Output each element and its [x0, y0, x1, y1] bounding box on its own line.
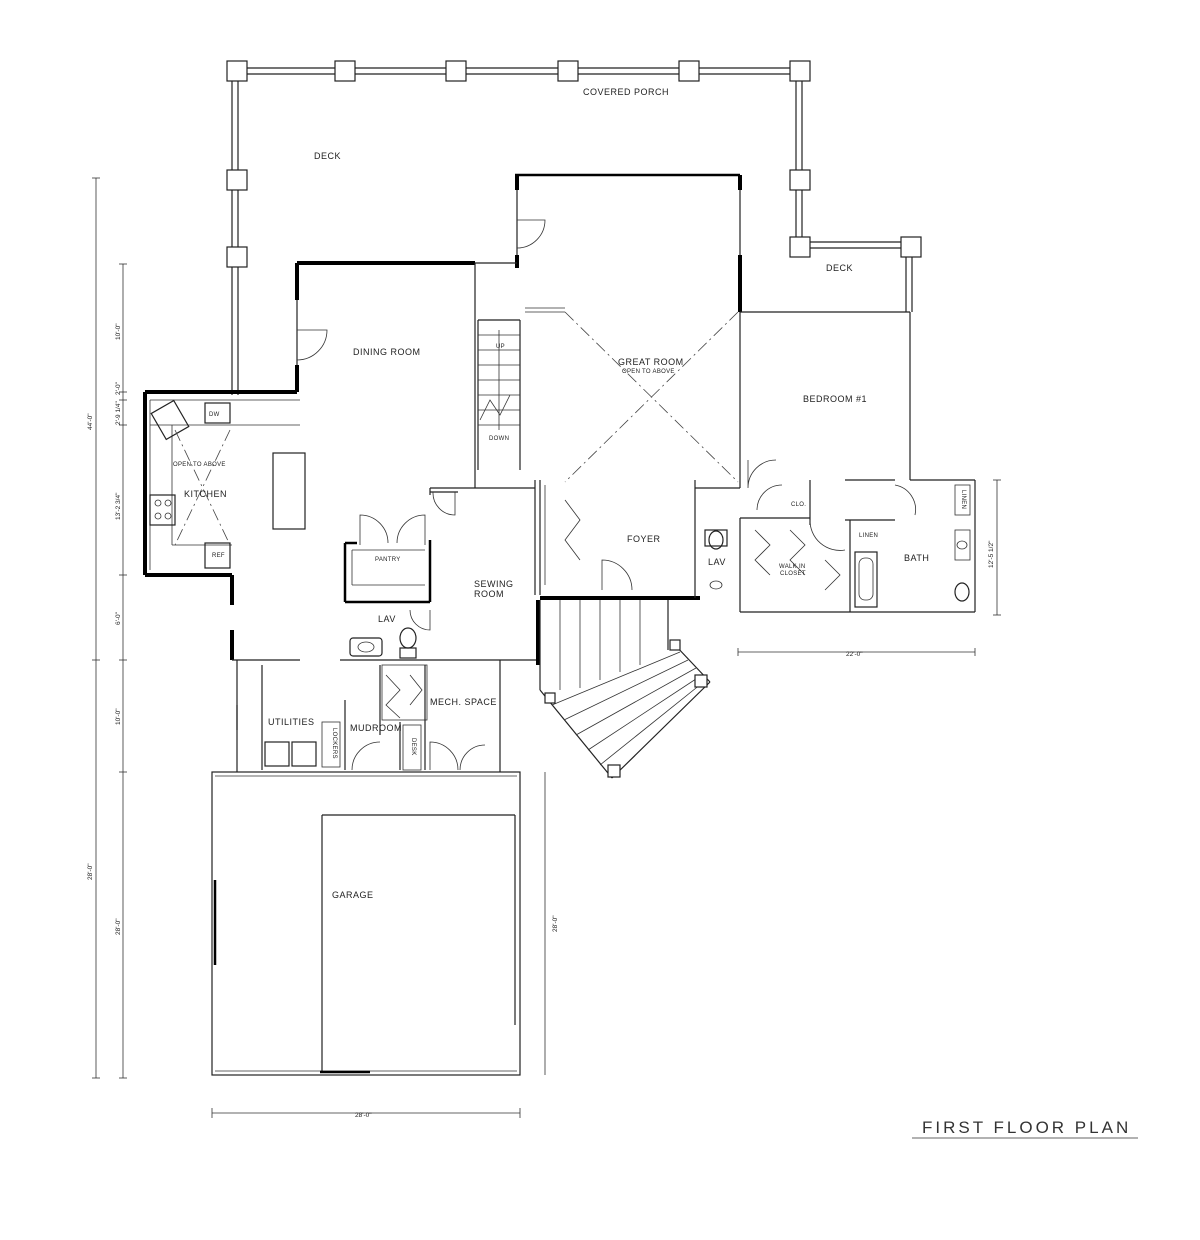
- dim-garage-left: 28'-0": [87, 863, 94, 880]
- label-kitchen: KITCHEN: [184, 489, 227, 499]
- label-sewing-room-2: ROOM: [474, 589, 504, 599]
- dim-garage-right: 28'-0": [552, 915, 559, 932]
- label-garage: GARAGE: [332, 890, 374, 900]
- label-kitchen-note: OPEN TO ABOVE: [173, 462, 226, 468]
- dim-seg-1: 10'-0": [115, 323, 122, 340]
- foyer-walls: [534, 312, 741, 600]
- dim-bedroom-wing-width: 22'-0": [846, 651, 863, 658]
- label-stair-up: UP: [496, 344, 505, 350]
- dim-seg-2: 2'-9 1/4": [115, 401, 122, 425]
- label-deck-bedroom: DECK: [826, 263, 853, 273]
- label-dining-room: DINING ROOM: [353, 347, 421, 357]
- label-lockers: LOCKERS: [331, 728, 337, 759]
- label-mudroom: MUDROOM: [350, 723, 402, 733]
- label-pantry: PANTRY: [375, 557, 401, 563]
- label-bath: BATH: [904, 553, 929, 563]
- label-sewing-room-1: SEWING: [474, 579, 514, 589]
- great-room-walls: [515, 173, 742, 483]
- pantry-lav-sewing-walls: [340, 487, 540, 665]
- dim-garage-inner: 28'-0": [115, 918, 122, 935]
- dim-overall-depth: 44'-0": [87, 413, 94, 430]
- bedroom-wing-walls: [739, 311, 976, 613]
- label-walk-in-closet-1: WALK IN: [779, 564, 806, 570]
- label-great-room-note: OPEN TO ABOVE: [622, 369, 675, 375]
- label-mech-space: MECH. SPACE: [430, 697, 497, 707]
- dim-seg-3: 2'-0": [115, 381, 122, 395]
- covered-porch-railing: [231, 67, 913, 395]
- dim-seg-5: 6'-0": [115, 611, 122, 625]
- label-bedroom-1: BEDROOM #1: [803, 394, 867, 404]
- label-linen-2: LINEN: [960, 490, 966, 509]
- dim-bath-depth: 12'-5 1/2": [988, 540, 995, 568]
- dim-garage-width: 28'-0": [355, 1112, 372, 1119]
- label-foyer: FOYER: [627, 534, 661, 544]
- label-great-room: GREAT ROOM: [618, 357, 684, 367]
- utility-mudroom-walls: [236, 660, 501, 772]
- garage-walls: [211, 771, 521, 1076]
- dim-seg-4: 13'-2 3/4": [115, 492, 122, 520]
- label-utilities: UTILITIES: [268, 717, 315, 727]
- label-linen-1: LINEN: [859, 533, 878, 539]
- dining-walls: [145, 261, 517, 488]
- exterior-stair: [539, 600, 711, 779]
- label-covered-porch: COVERED PORCH: [583, 87, 669, 97]
- porch-posts: [226, 60, 922, 268]
- label-closet: CLO.: [791, 502, 806, 508]
- label-walk-in-closet-2: CLOSET: [780, 571, 806, 577]
- plan-title: FIRST FLOOR PLAN: [922, 1118, 1131, 1137]
- label-lav-main: LAV: [378, 614, 396, 624]
- interior-stair: [477, 319, 521, 470]
- label-ref: REF: [212, 553, 225, 559]
- label-deck-main: DECK: [314, 151, 341, 161]
- label-lav-foyer: LAV: [708, 557, 726, 567]
- dim-mud-depth: 10'-0": [115, 708, 122, 725]
- label-stair-down: DOWN: [489, 436, 509, 442]
- label-desk: DESK: [410, 738, 416, 756]
- kitchen-walls: [143, 392, 306, 661]
- dimension-lines: [92, 177, 1138, 1139]
- label-dw: DW: [209, 412, 220, 418]
